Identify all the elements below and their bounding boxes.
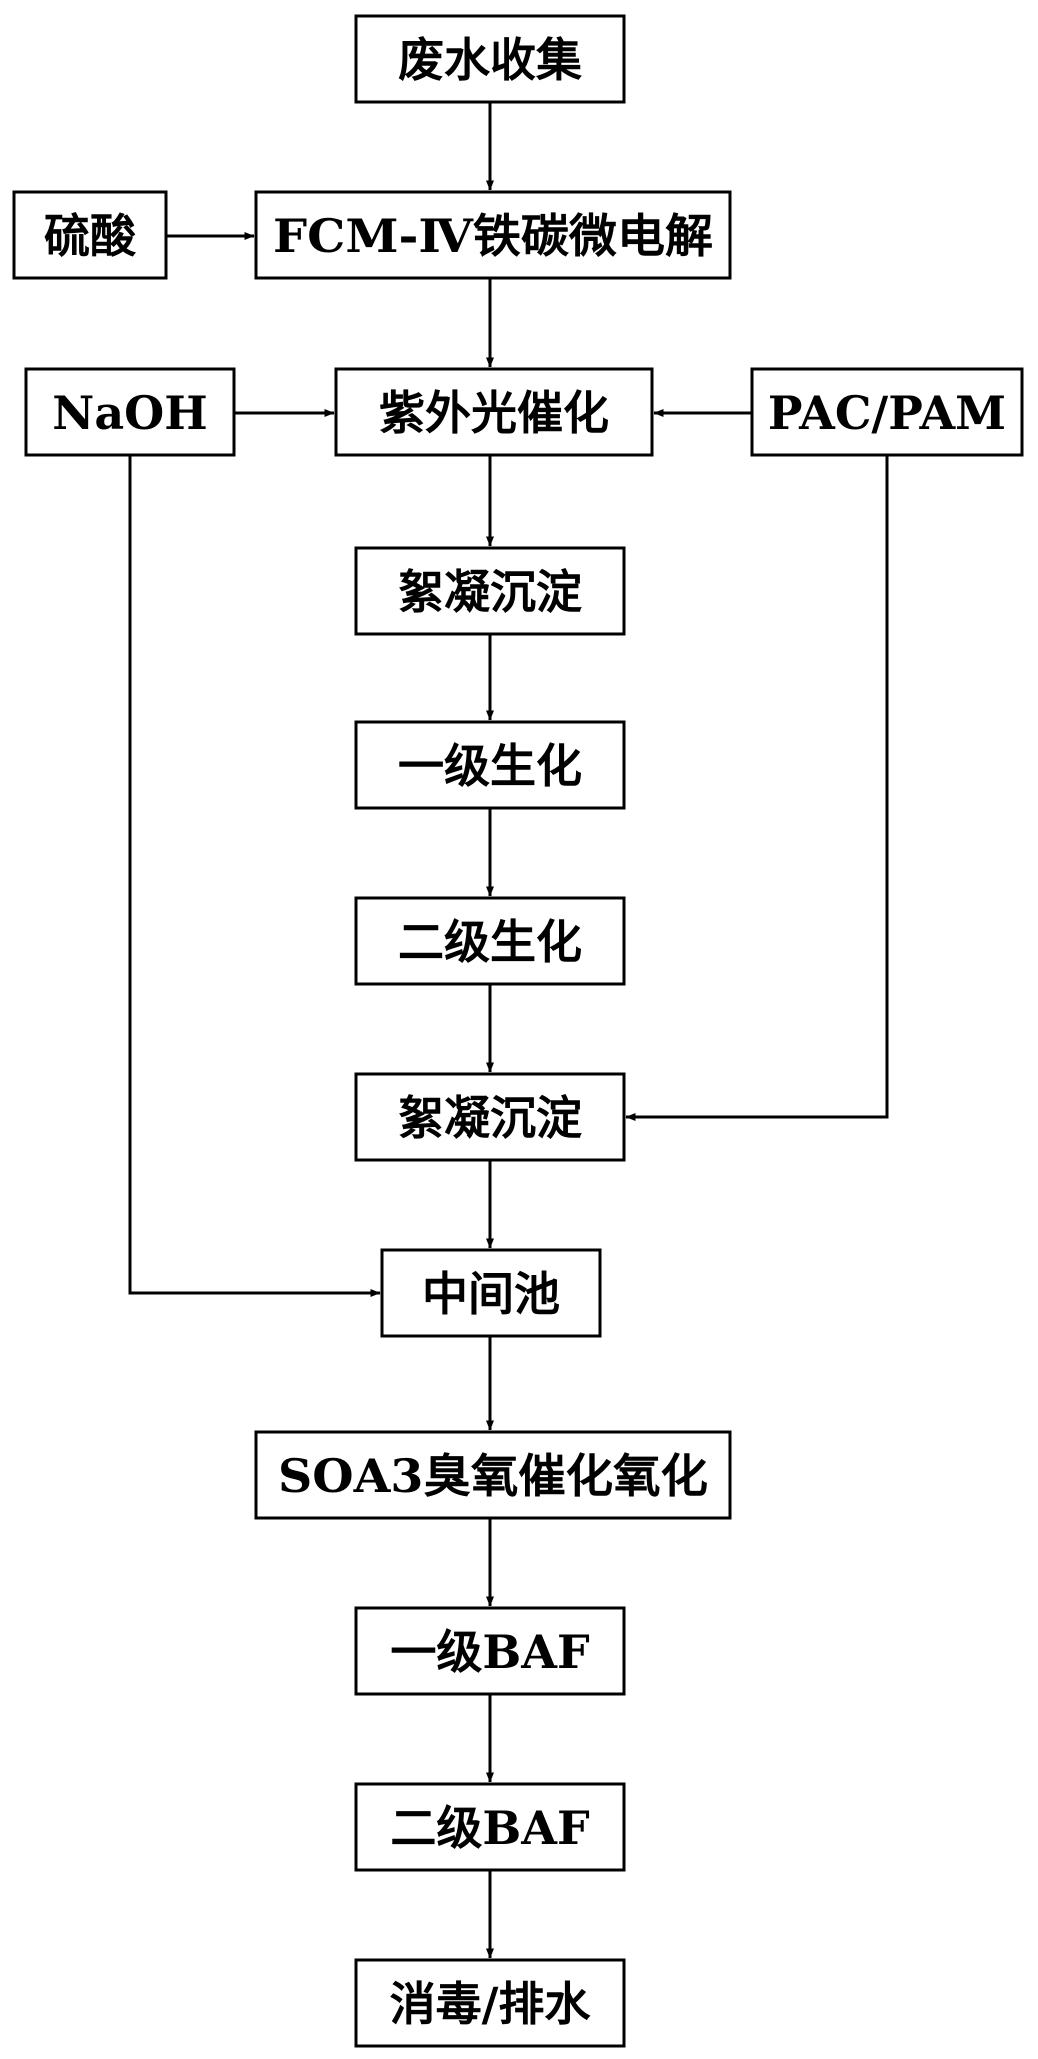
step-label: SOA3臭氧催化氧化: [278, 1449, 708, 1503]
step-label: FCM-Ⅳ铁碳微电解: [273, 209, 713, 263]
step-label: 紫外光催化: [379, 386, 609, 440]
step-label: 二级生化: [398, 915, 582, 969]
step-label: 絮凝沉淀: [398, 565, 582, 619]
step-ozone-catalytic-oxidation: SOA3臭氧催化氧化: [254, 1430, 732, 1520]
dosing-line-pac-pam-to-sedimentation: [625, 455, 889, 1121]
step-intermediate-tank: 中间池: [380, 1248, 602, 1338]
input-label: NaOH: [52, 386, 207, 440]
dosing-line-naoh-to-intermediate-tank: [128, 455, 381, 1297]
step-uv-photocatalysis: 紫外光催化: [334, 367, 654, 457]
step-label: 废水收集: [398, 33, 582, 87]
step-baf-1: 一级BAF: [354, 1606, 626, 1696]
step-wastewater-collection: 废水收集: [354, 14, 626, 104]
step-iron-carbon-microelectrolysis: FCM-Ⅳ铁碳微电解: [254, 190, 732, 280]
step-label: 絮凝沉淀: [398, 1091, 582, 1145]
step-label: 一级生化: [398, 739, 582, 793]
step-disinfection-discharge: 消毒/排水: [354, 1958, 626, 2048]
step-flocculation-sedimentation-2: 絮凝沉淀: [354, 1072, 626, 1162]
input-sulfuric-acid: 硫酸: [12, 190, 168, 280]
step-primary-biochemical: 一级生化: [354, 720, 626, 810]
step-label: 二级BAF: [390, 1801, 590, 1855]
step-baf-2: 二级BAF: [354, 1782, 626, 1872]
input-naoh: NaOH: [24, 367, 236, 457]
input-label: 硫酸: [44, 209, 137, 263]
step-label: 消毒/排水: [390, 1977, 592, 2031]
step-secondary-biochemical: 二级生化: [354, 896, 626, 986]
step-flocculation-sedimentation-1: 絮凝沉淀: [354, 546, 626, 636]
input-label: PAC/PAM: [768, 386, 1006, 440]
step-label: 中间池: [422, 1267, 560, 1321]
input-pac-pam: PAC/PAM: [750, 367, 1024, 457]
step-label: 一级BAF: [390, 1625, 590, 1679]
